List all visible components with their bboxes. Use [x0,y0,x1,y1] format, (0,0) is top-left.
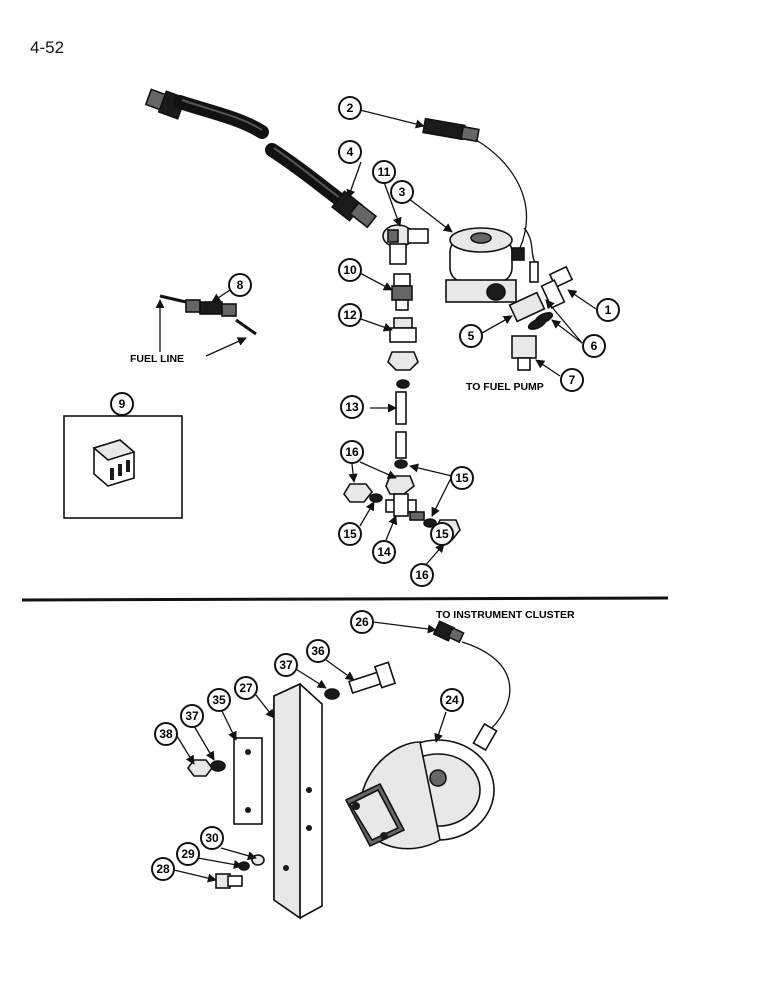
callout-16b: 16 [410,563,434,587]
callout-10: 10 [338,258,362,282]
to-instrument-cluster-label: TO INSTRUMENT CLUSTER [436,609,575,621]
svg-text:27: 27 [239,681,253,695]
sender-wire [432,620,511,752]
svg-text:35: 35 [212,693,226,707]
relay-box [63,415,183,519]
fuel-solenoid [445,227,525,303]
washer [210,760,226,772]
svg-text:11: 11 [378,165,391,179]
connector-fitting [391,273,413,311]
svg-text:36: 36 [311,644,325,658]
callout-4: 4 [338,140,362,164]
svg-text:10: 10 [343,263,357,277]
svg-text:8: 8 [237,278,244,292]
inlet-fitting [508,291,547,331]
callout-38: 38 [154,722,178,746]
hex-fitting [511,335,537,371]
page-number: 4-52 [30,38,65,57]
tee-fitting [382,224,429,265]
svg-text:28: 28 [156,862,170,876]
fuel-line-connector [159,294,257,336]
electrical-connector [422,117,539,283]
callout-8: 8 [228,273,252,297]
callout-7: 7 [560,368,584,392]
svg-text:14: 14 [377,545,391,559]
svg-text:30: 30 [205,831,219,845]
callout-14: 14 [372,540,396,564]
svg-text:16: 16 [345,445,359,459]
callout-37b: 37 [180,704,204,728]
callout-2: 2 [338,96,362,120]
flat-washer [251,854,265,866]
callout-15c: 15 [430,522,454,546]
svg-text:2: 2 [347,101,354,115]
svg-text:13: 13 [345,400,359,414]
svg-text:29: 29 [181,847,195,861]
tube [394,391,408,469]
callout-35: 35 [207,688,231,712]
to-fuel-pump-label: TO FUEL PUMP [466,381,544,393]
sender-unit [344,739,495,850]
svg-text:24: 24 [445,693,459,707]
callout-15b: 15 [338,522,362,546]
svg-text:4: 4 [347,145,354,159]
callout-26: 26 [350,610,374,634]
callout-13: 13 [340,395,364,419]
callout-1: 1 [596,298,620,322]
callout-6: 6 [582,334,606,358]
svg-text:3: 3 [399,185,406,199]
svg-text:7: 7 [569,373,576,387]
nut [187,759,213,777]
svg-text:37: 37 [279,658,293,672]
svg-text:15: 15 [343,527,357,541]
bolt-and-washers [534,265,574,325]
callout-24: 24 [440,688,464,712]
callout-15a: 15 [450,466,474,490]
adapter-fitting [387,317,419,389]
svg-text:6: 6 [591,339,598,353]
leader-lines [173,109,597,883]
callout-36: 36 [306,639,330,663]
callout-27: 27 [234,676,258,700]
callout-12: 12 [338,303,362,327]
svg-text:15: 15 [455,471,469,485]
svg-text:26: 26 [355,615,369,629]
svg-text:15: 15 [435,527,449,541]
callout-3: 3 [390,180,414,204]
small-bolt [215,873,243,889]
callout-9: 9 [110,392,134,416]
svg-text:16: 16 [415,568,429,582]
callout-16a: 16 [340,440,364,464]
svg-text:38: 38 [159,727,173,741]
washer [324,688,340,700]
callout-11: 11 [372,160,396,184]
svg-text:5: 5 [468,329,475,343]
mounting-bracket [273,682,323,920]
spacer-block [233,737,263,825]
section-divider [21,596,669,602]
fuel-line-label: FUEL LINE [130,353,184,365]
callout-5: 5 [459,324,483,348]
callout-30: 30 [200,826,224,850]
svg-text:37: 37 [185,709,199,723]
svg-text:9: 9 [119,397,126,411]
callout-28: 28 [151,857,175,881]
callout-29: 29 [176,842,200,866]
svg-text:12: 12 [343,308,357,322]
svg-text:1: 1 [605,303,612,317]
bolt [347,661,397,694]
callout-37a: 37 [274,653,298,677]
